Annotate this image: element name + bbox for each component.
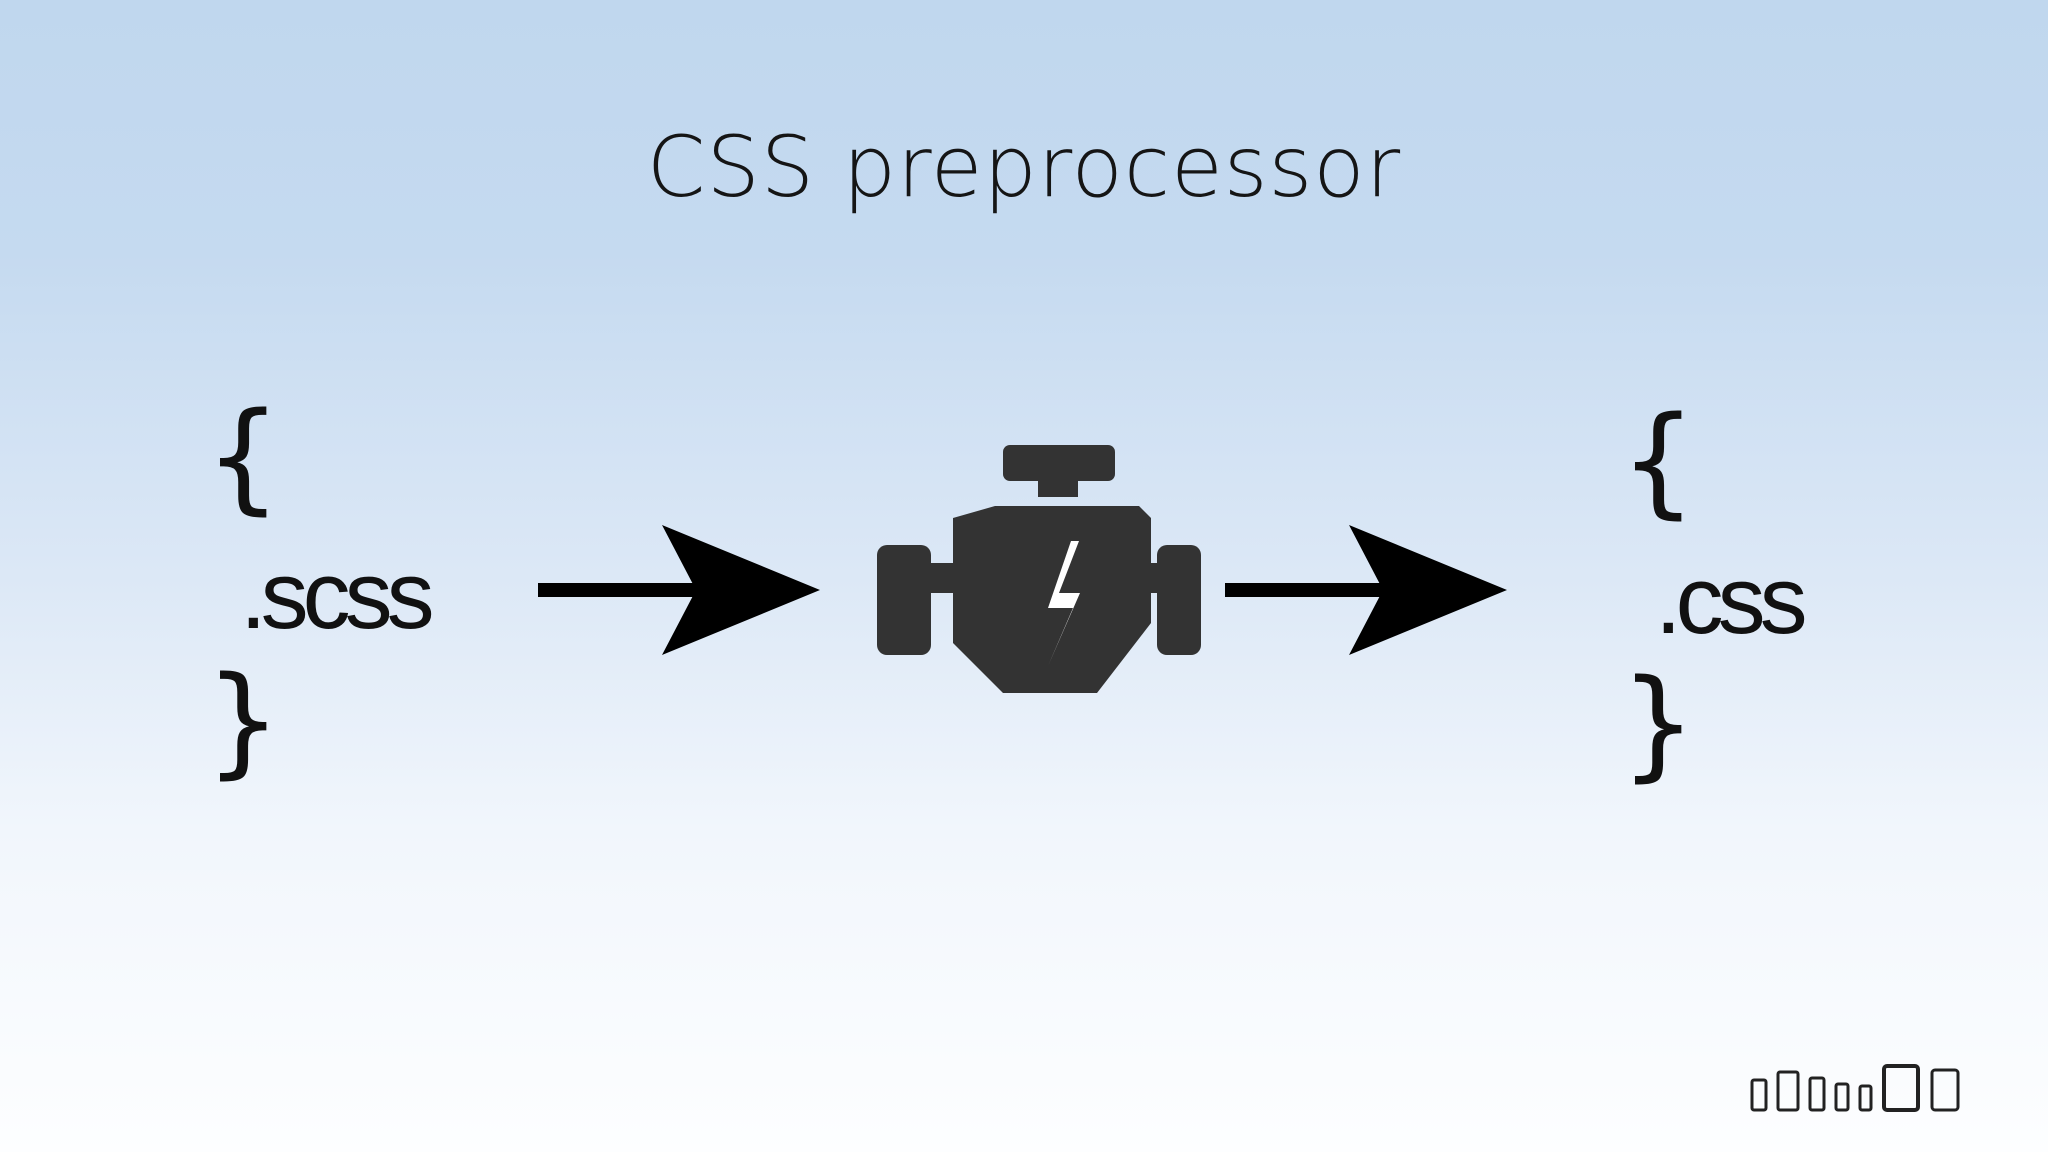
output-close-brace: } [1620,655,1697,794]
input-extension: .scss [240,542,435,649]
right-arrow-icon [1225,525,1507,655]
right-arrow-icon [538,525,820,655]
input-open-brace: { [205,388,282,527]
slide-title: CSS preprocessor [646,118,1402,216]
output-open-brace: { [1620,392,1697,531]
responsive-devices-icon [1750,1064,1960,1112]
output-extension: .css [1655,547,1808,654]
engine-lightning-icon [877,445,1201,693]
input-close-brace: } [205,652,282,791]
